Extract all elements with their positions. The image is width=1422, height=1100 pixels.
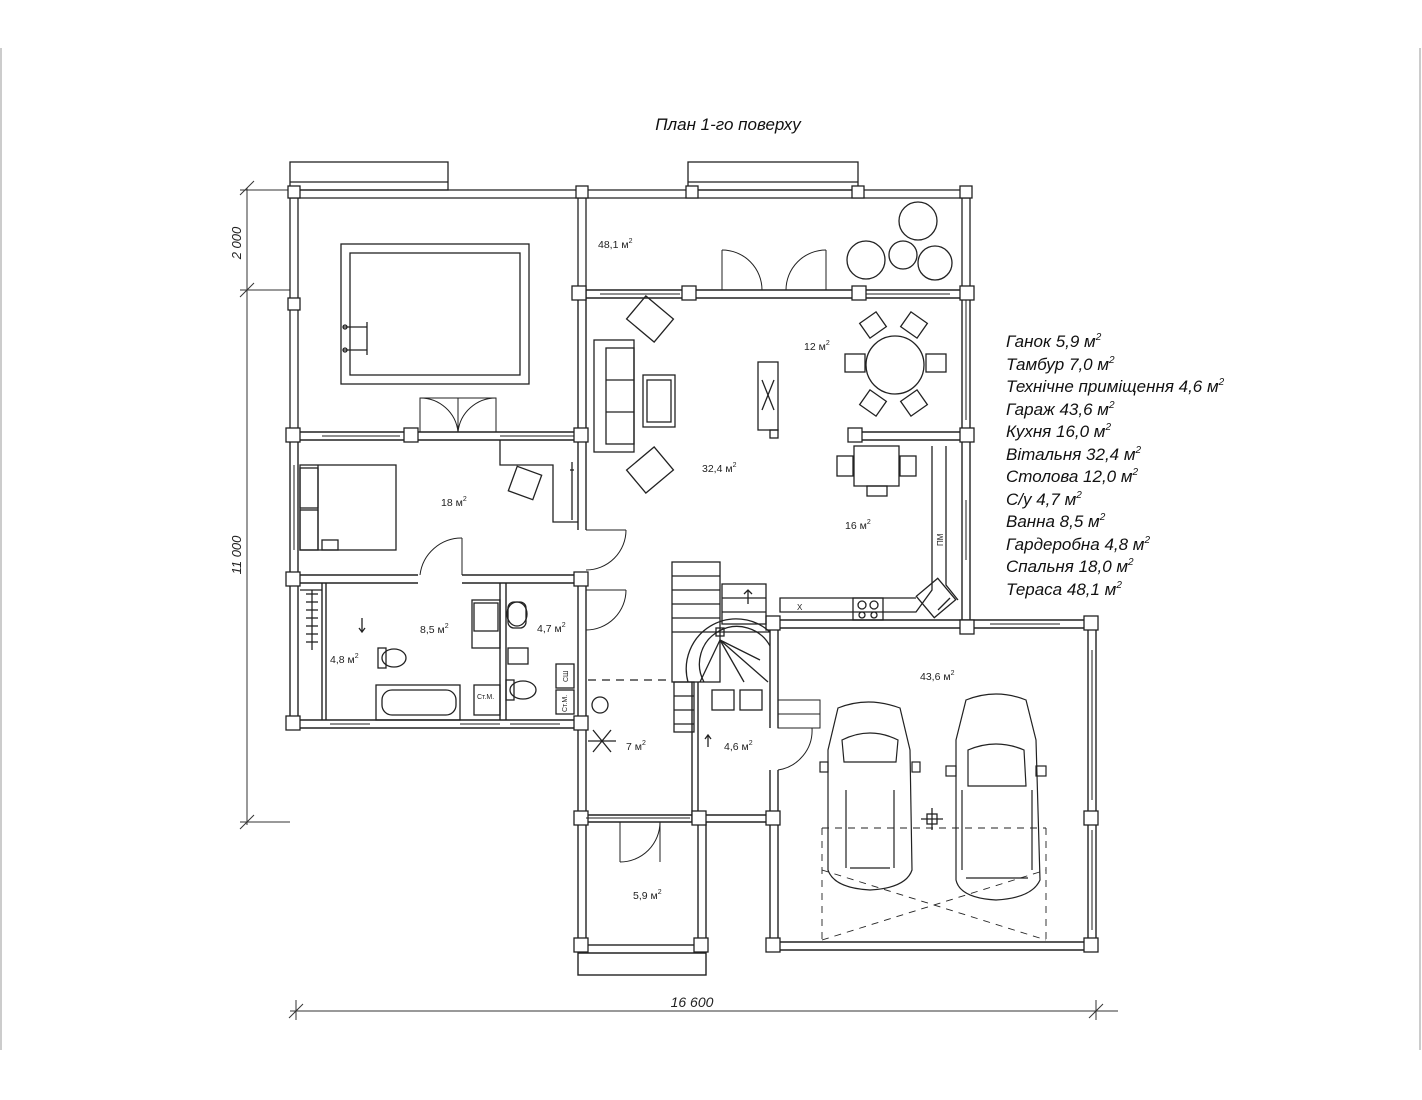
area-wc: 4,7 м [537, 623, 562, 635]
dim-11000: 11 000 [229, 535, 244, 575]
room-legend: Ганок 5,9 м2 Тамбур 7,0 м2 Технічне прим… [1006, 331, 1224, 601]
dining-table [844, 310, 947, 418]
label-x: Х [797, 603, 803, 612]
garage-drain [921, 808, 943, 830]
bedroom-chair [499, 440, 578, 523]
svg-text:5,9 м2: 5,9 м2 [633, 889, 662, 902]
legend-item: Вітальня 32,4 м2 [1006, 444, 1142, 464]
dimension-horizontal [288, 1000, 1118, 1020]
area-dining: 12 м [804, 341, 826, 353]
legend-item: Кухня 16,0 м2 [1006, 422, 1112, 441]
svg-text:16 м2: 16 м2 [845, 519, 871, 532]
garage-cars [819, 693, 1047, 901]
bed [299, 464, 397, 551]
svg-text:4,6 м2: 4,6 м2 [724, 740, 753, 753]
area-bedroom: 18 м [441, 497, 463, 509]
area-living: 32,4 м [702, 463, 733, 475]
bath-fixtures [358, 599, 501, 721]
dim-16600: 16 600 [671, 994, 714, 1010]
area-porch: 5,9 м [633, 890, 658, 902]
legend-item: Спальня 18,0 м2 [1006, 557, 1134, 576]
area-terrace: 48,1 м [598, 239, 629, 251]
svg-text:12 м2: 12 м2 [804, 340, 830, 353]
dim-2000: 2 000 [229, 226, 244, 260]
svg-text:4,7 м2: 4,7 м2 [537, 622, 566, 635]
living-furniture [593, 295, 779, 494]
legend-item: Гараж 43,6 м2 [1006, 399, 1115, 419]
legend-item: Ванна 8,5 м2 [1006, 512, 1106, 531]
label-stm-wc: Ст.М. [562, 695, 569, 712]
pool [340, 243, 530, 385]
wc-fixtures [505, 601, 575, 715]
plants-terrace [846, 201, 953, 281]
area-tech: 4,6 м [724, 741, 749, 753]
legend-item: Тамбур 7,0 м2 [1006, 354, 1115, 374]
kitchen-furniture [779, 445, 959, 621]
area-tambour: 7 м [626, 741, 642, 753]
staircase [671, 561, 771, 733]
legend-item: Тераса 48,1 м2 [1006, 579, 1122, 599]
legend-item: Столова 12,0 м2 [1006, 467, 1139, 486]
svg-text:32,4 м2: 32,4 м2 [702, 462, 737, 475]
svg-text:4,8 м2: 4,8 м2 [330, 653, 359, 666]
terrace-outline [287, 161, 973, 430]
dimension-vertical [239, 180, 300, 830]
area-kitchen: 16 м [845, 520, 867, 532]
area-bath: 8,5 м [420, 624, 445, 636]
svg-text:7 м2: 7 м2 [626, 740, 646, 753]
svg-text:48,1 м2: 48,1 м2 [598, 238, 633, 251]
svg-text:8,5 м2: 8,5 м2 [420, 623, 449, 636]
plan-title: План 1-го поверху [655, 115, 801, 134]
tambour-fixtures [588, 679, 712, 753]
windows [293, 293, 1093, 930]
wardrobe-rail [300, 589, 322, 650]
svg-text:43,6 м2: 43,6 м2 [920, 670, 955, 683]
label-sh: СШ [563, 671, 570, 682]
legend-item: С/у 4,7 м2 [1006, 489, 1082, 509]
legend-item: Ганок 5,9 м2 [1006, 332, 1102, 351]
label-pm: ПМ [936, 533, 945, 546]
legend-item: Технічне приміщення 4,6 м2 [1006, 377, 1225, 396]
legend-item: Гардеробна 4,8 м2 [1006, 534, 1151, 554]
area-garage: 43,6 м [920, 671, 951, 683]
garage-dashed [821, 827, 1047, 941]
doors [419, 249, 827, 863]
area-wardrobe: 4,8 м [330, 654, 355, 666]
label-stm-bath: Ст.М. [477, 694, 494, 701]
wall-posts [285, 285, 1099, 953]
svg-text:18 м2: 18 м2 [441, 496, 467, 509]
